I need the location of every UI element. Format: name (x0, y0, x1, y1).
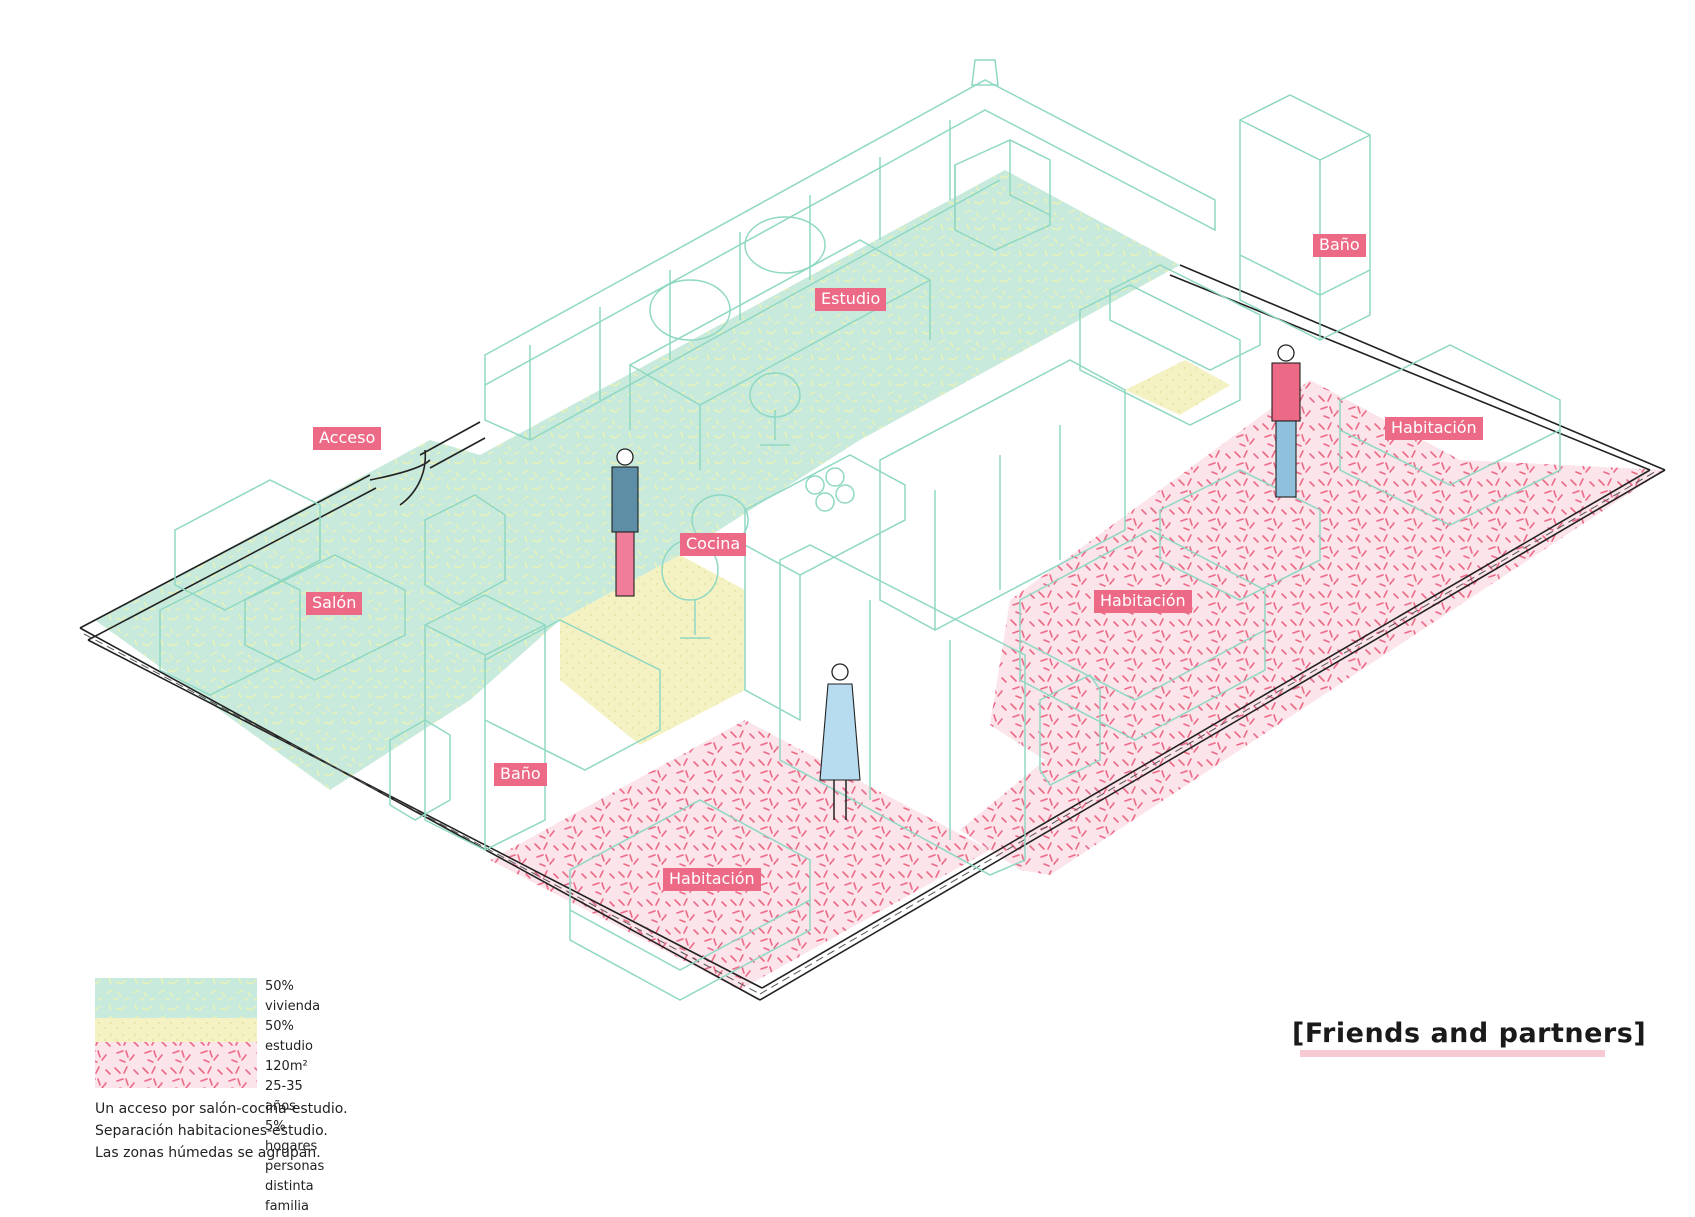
note-line: Separación habitaciones-estudio. (95, 1123, 328, 1139)
person-man-jacket (611, 448, 639, 597)
furniture (159, 59, 1561, 1001)
room-label-bano-bottom: Baño (494, 763, 547, 786)
note-line: Las zonas húmedas se agrupan. (95, 1145, 321, 1161)
person-woman-dress (819, 663, 861, 820)
outer-walls (79, 264, 1666, 1001)
legend-line: 50% estudio (265, 1019, 313, 1054)
design-notes: Un acceso por salón-cocina-estudio. Sepa… (95, 1098, 348, 1164)
bedroom-bottom-zone (490, 720, 990, 990)
room-label-cocina: Cocina (680, 533, 747, 556)
legend-text: 50% vivienda 50% estudio 120m² 25-35 año… (265, 977, 324, 1217)
person-man-sweater (1271, 344, 1301, 498)
bedrooms-right-zone (960, 380, 1665, 875)
legend-line: 25-35 años (265, 1079, 303, 1114)
room-label-habitacion-mid: Habitación (1094, 590, 1192, 613)
room-label-bano-top: Baño (1313, 234, 1366, 257)
kitchen-yellow-zone (560, 555, 745, 745)
diagram-title: [Friends and partners] (1292, 1018, 1647, 1049)
room-label-acceso: Acceso (313, 427, 382, 450)
room-label-salon: Salón (306, 592, 363, 615)
note-line: Un acceso por salón-cocina-estudio. (95, 1101, 348, 1117)
bath-yellow-zone (1125, 360, 1230, 415)
title-underline (1300, 1050, 1605, 1057)
room-label-habitacion-bottom: Habitación (663, 868, 761, 891)
legend-swatches (95, 978, 257, 1088)
people (611, 344, 1301, 820)
room-label-habitacion-top: Habitación (1385, 417, 1483, 440)
legend-line: 120m² (265, 1059, 308, 1074)
legend-line: 50% vivienda (265, 979, 321, 1014)
room-label-estudio: Estudio (815, 288, 887, 311)
